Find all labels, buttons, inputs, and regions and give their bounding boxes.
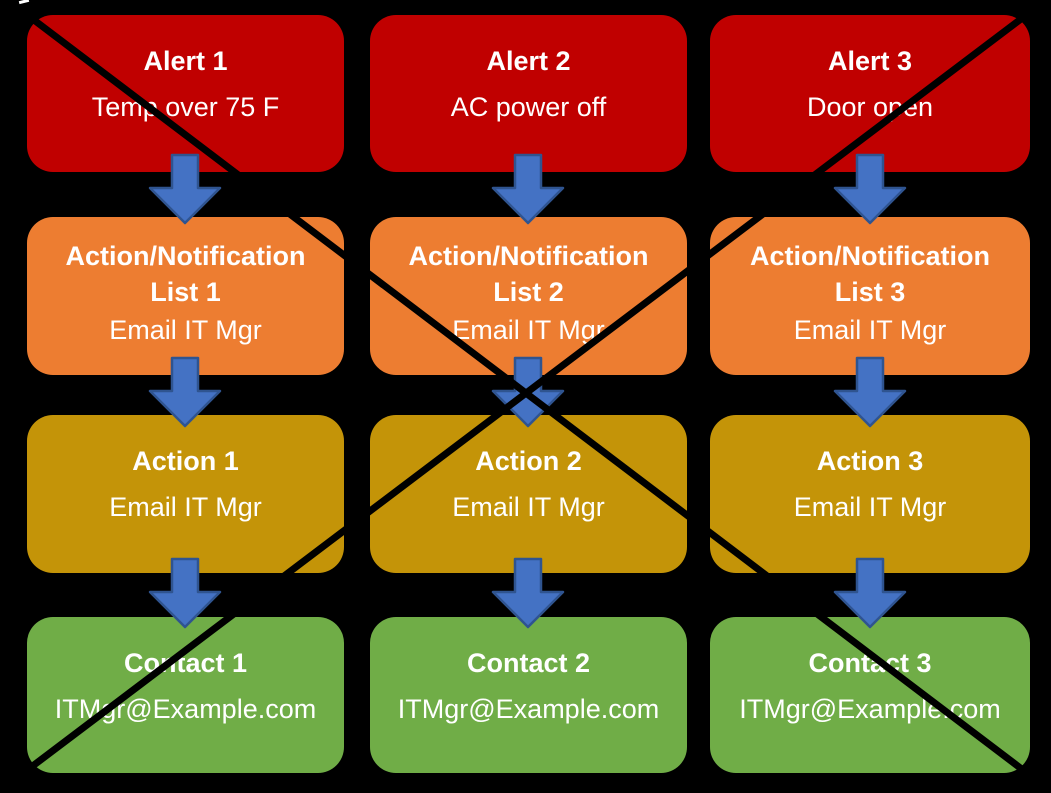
contact-1-box: Contact 1 ITMgr@Example.com [27,617,344,773]
action-notification-list-1-box: Action/Notification List 1 Email IT Mgr [27,217,344,375]
box-title: Contact 2 [466,648,591,678]
box-detail: Email IT Mgr [793,315,947,345]
alert-1-box: Alert 1 Temp over 75 F [27,15,344,172]
action-1-box: Action 1 Email IT Mgr [27,415,344,573]
box-detail: ITMgr@Example.com [739,694,1001,724]
contact-2-box: Contact 2 ITMgr@Example.com [370,617,687,773]
box-detail: ITMgr@Example.com [54,694,317,724]
box-title: Alert 1 [143,46,228,76]
box-title: Action 3 [816,446,924,476]
screen-corner-artifact [18,0,30,5]
action-notification-list-2-box: Action/Notification List 2 Email IT Mgr [370,217,687,375]
alert-2-box: Alert 2 AC power off [370,15,687,172]
box-title: Alert 2 [486,46,571,76]
box-detail: Email IT Mgr [793,492,947,522]
action-notification-list-3-box: Action/Notification List 3 Email IT Mgr [710,217,1030,375]
box-detail: ITMgr@Example.com [397,694,660,724]
box-detail: Door open [806,92,934,122]
box-title: Contact 1 [123,648,248,678]
contact-3-box: Contact 3 ITMgr@Example.com [710,617,1030,773]
action-2-box: Action 2 Email IT Mgr [370,415,687,573]
box-detail: Email IT Mgr [109,492,262,522]
box-title: Alert 3 [827,46,913,76]
box-detail: Email IT Mgr [452,315,605,345]
box-title: Action 1 [132,446,239,476]
box-detail: Email IT Mgr [109,315,262,345]
box-title: Action/Notification List 2 [408,241,649,307]
alert-3-box: Alert 3 Door open [710,15,1030,172]
box-title: Action/Notification List 1 [65,241,306,307]
box-detail: AC power off [450,92,607,122]
box-title: Action 2 [475,446,582,476]
box-title: Action/Notification List 3 [750,241,990,307]
box-detail: Temp over 75 F [91,92,280,122]
box-detail: Email IT Mgr [452,492,605,522]
box-title: Contact 3 [808,648,932,678]
action-3-box: Action 3 Email IT Mgr [710,415,1030,573]
